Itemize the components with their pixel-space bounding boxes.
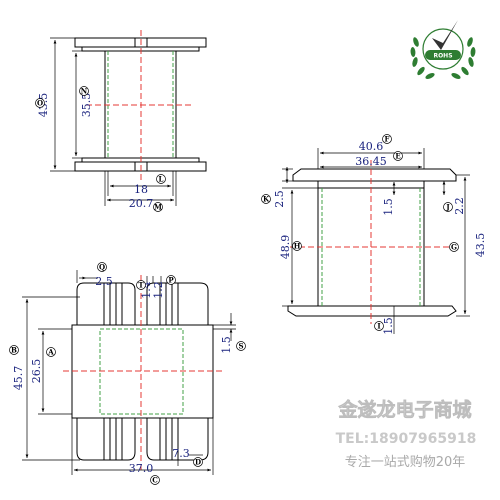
watermark-slogan: 专注一站式购物20年 (345, 454, 466, 470)
bottom-dim-1-5: 1.5 (220, 336, 233, 354)
front-view-center-lines (86, 30, 192, 180)
side-dim-40-6: 40.6 (359, 140, 384, 153)
bottom-dim-7-3: 7.3 (172, 447, 190, 460)
marker-b: B (11, 346, 17, 355)
side-dim-2-5: 2.5 (273, 190, 286, 208)
watermark-phone: TEL:18907965918 (336, 431, 477, 447)
side-dim-43-5: 43.5 (474, 233, 487, 258)
side-view-dimensions (282, 148, 470, 334)
marker-k: K (263, 195, 270, 204)
marker-n: N (81, 87, 88, 96)
bottom-view-dimensions (22, 270, 236, 475)
marker-m: M (154, 203, 162, 212)
side-dim-1-5-top: 1.5 (382, 198, 395, 216)
front-dim-35-5: 35.5 (80, 93, 93, 118)
marker-d: D (195, 458, 201, 467)
front-view-dimensions (50, 37, 177, 206)
marker-g: G (451, 243, 457, 252)
marker-j: J (445, 203, 450, 212)
rohs-logo: ROHS (410, 20, 476, 80)
marker-h: H (294, 242, 301, 251)
bottom-dim-45-7: 45.7 (12, 366, 25, 391)
watermark-brand: 金遂龙电子商城 (337, 398, 471, 421)
bottom-markers (9, 262, 246, 485)
bottom-dim-26-5: 26.5 (30, 359, 43, 384)
side-dim-48-9: 48.9 (279, 235, 292, 260)
side-dim-1-5-bottom: 1.5 (382, 317, 395, 335)
front-markers (35, 86, 166, 212)
side-view-center-lines (290, 160, 456, 324)
marker-f: F (385, 135, 390, 144)
side-dim-2-2: 2.2 (453, 197, 466, 215)
marker-o: O (37, 99, 43, 108)
marker-c: C (152, 476, 158, 485)
marker-s: S (238, 342, 243, 351)
front-dim-18: 18 (134, 183, 148, 196)
side-view (287, 168, 457, 317)
marker-i: I (377, 322, 380, 331)
side-view-hidden-lines (321, 188, 421, 306)
marker-t: T (138, 281, 144, 290)
side-markers (261, 134, 459, 331)
marker-l: L (159, 175, 164, 184)
bottom-dim-1-2: 1.2 (152, 281, 165, 299)
marker-a: A (47, 348, 54, 357)
marker-p: P (168, 276, 174, 285)
bottom-dim-2-5: 2.5 (95, 275, 113, 288)
rohs-text: ROHS (433, 53, 452, 60)
side-dim-36-45: 36.45 (355, 155, 387, 168)
marker-e: E (395, 152, 400, 161)
marker-q: Q (99, 263, 105, 272)
bottom-dim-37-0: 37.0 (129, 462, 154, 475)
bottom-view-center-lines (63, 275, 222, 470)
front-dim-20-7: 20.7 (129, 197, 154, 210)
